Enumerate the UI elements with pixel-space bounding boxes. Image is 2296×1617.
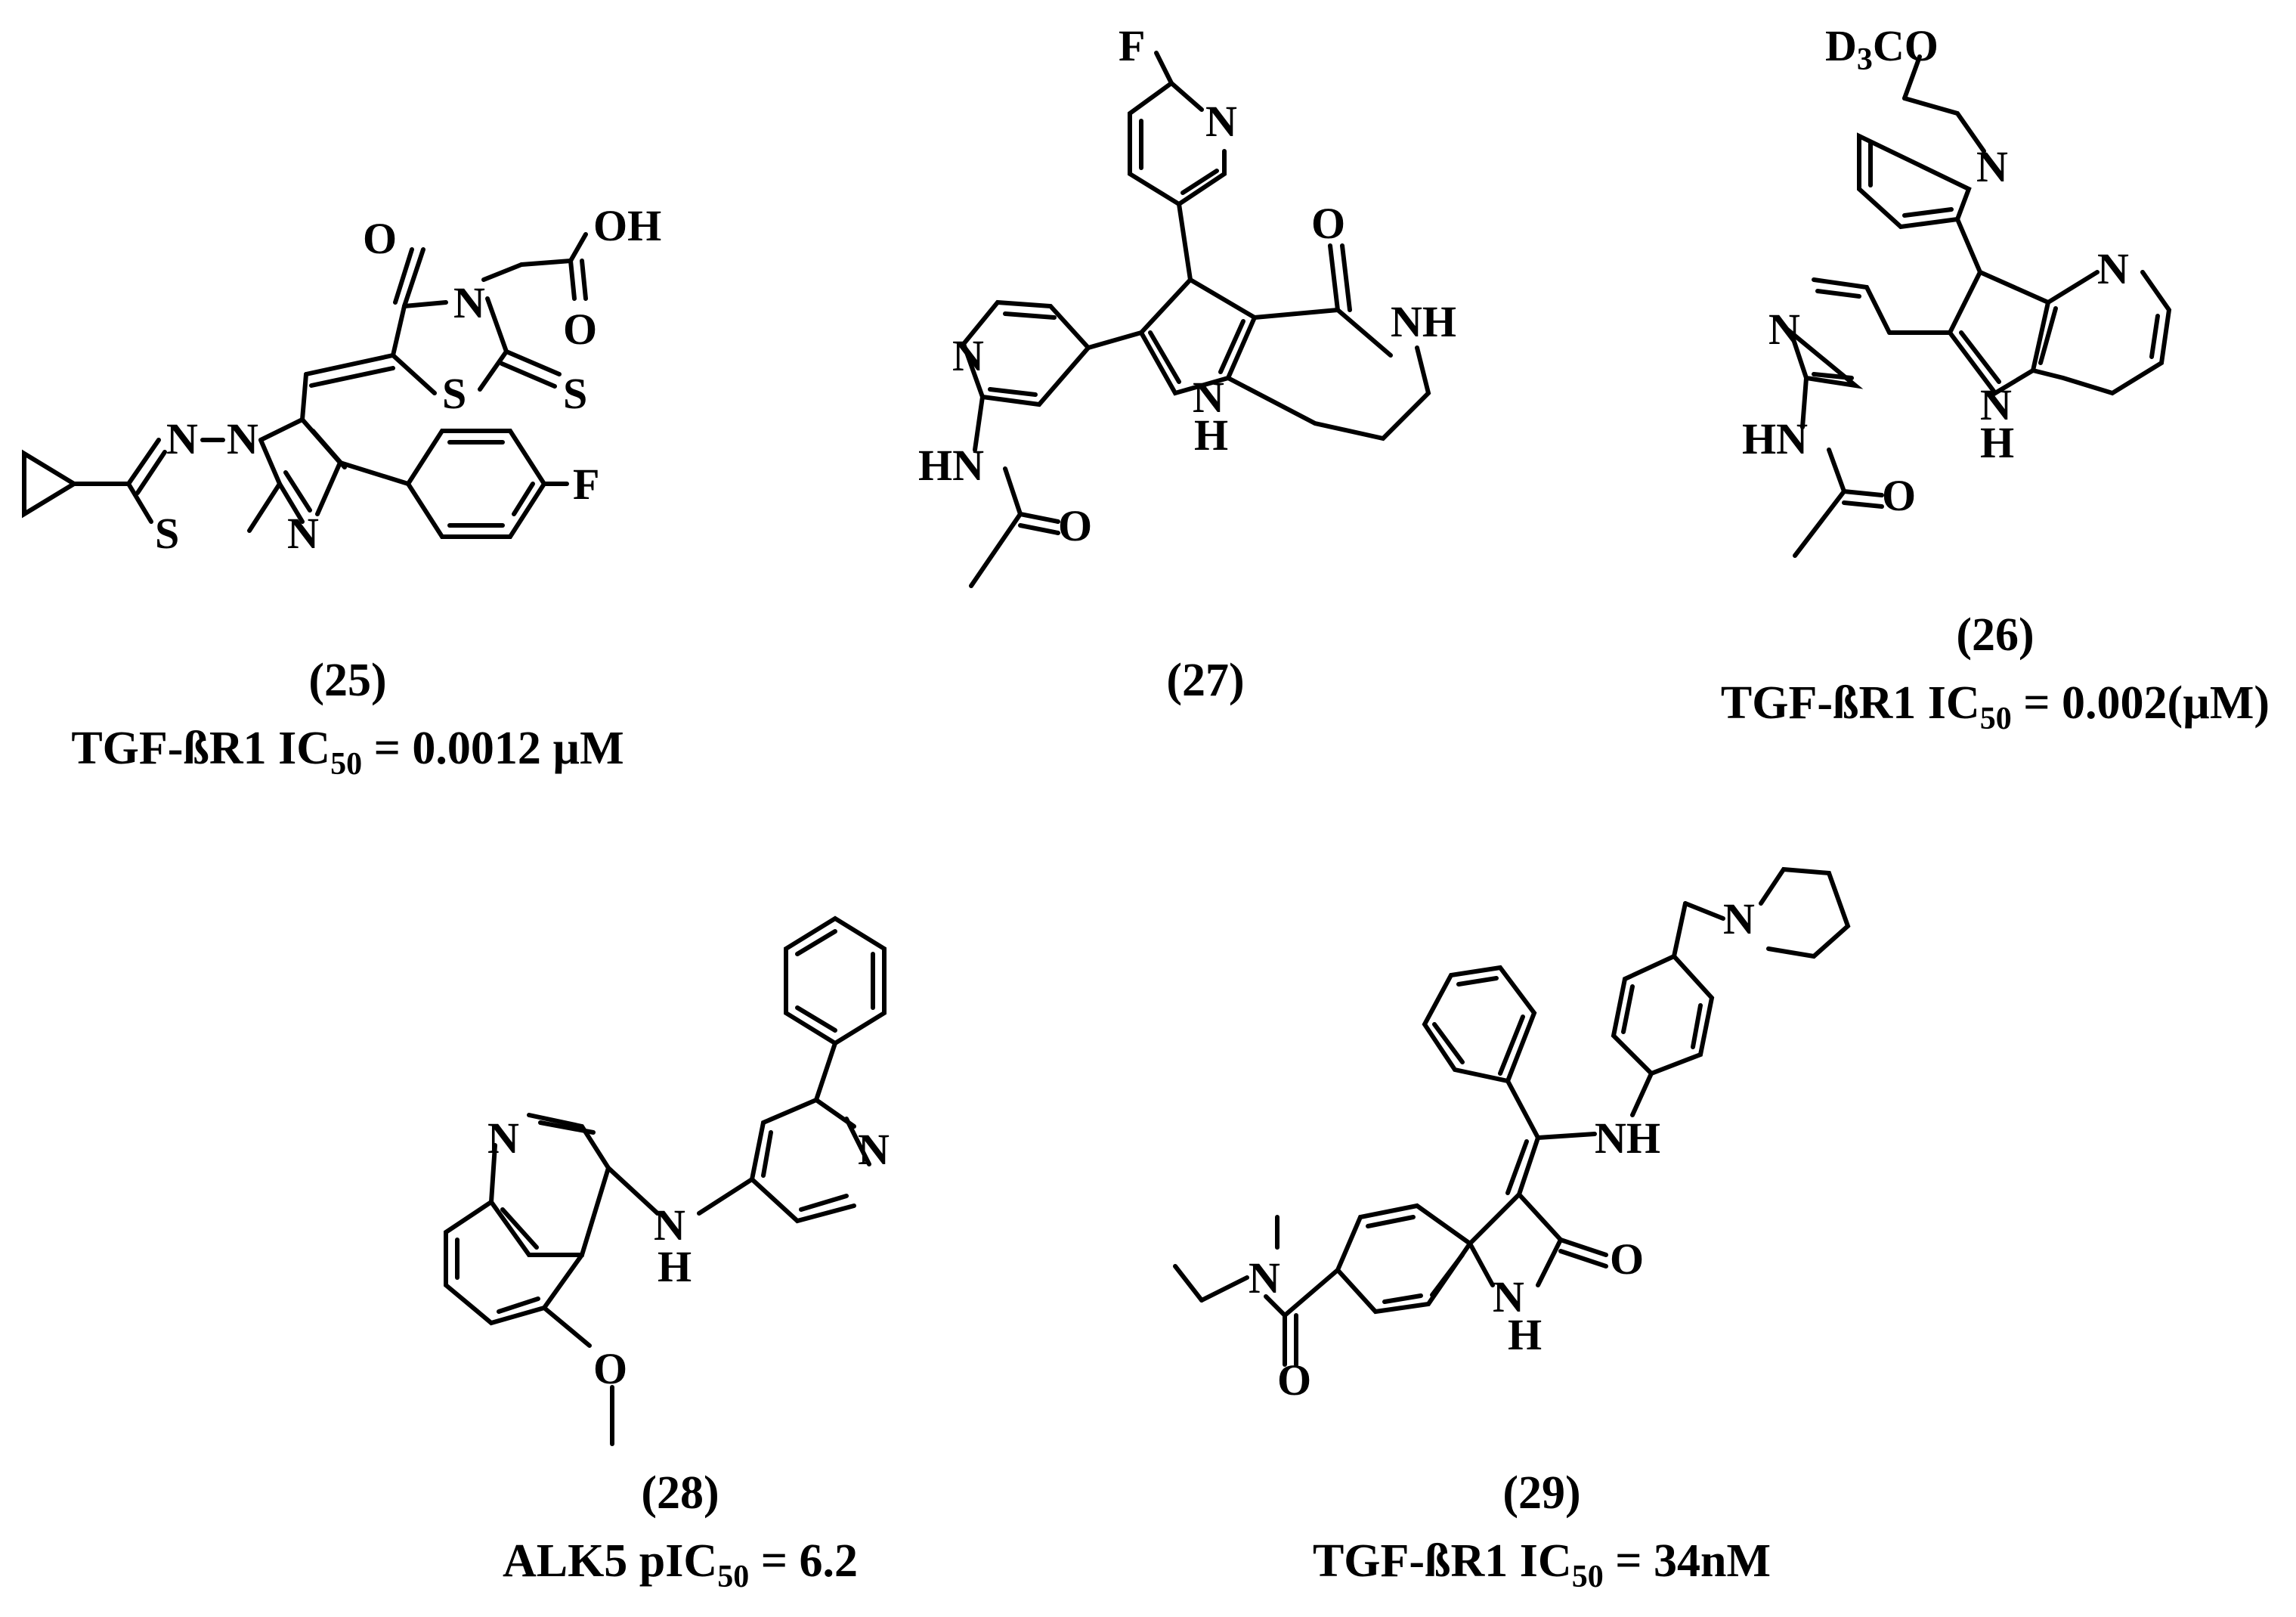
atom-label: S (155, 509, 179, 558)
atom-label: O (1058, 501, 1092, 550)
compound-28-structure (444, 915, 887, 1446)
atom-label: N (1193, 373, 1224, 422)
compound-28-activity: ALK5 pIC50 = 6.2 (503, 1535, 858, 1594)
atom-label: N (654, 1200, 685, 1250)
atom-label: N (952, 331, 984, 380)
compound-29-structure (1173, 866, 1851, 1367)
methoxy-label: D3CO (1825, 21, 1939, 77)
atom-label: N (166, 414, 198, 463)
atom-label: O (363, 214, 397, 263)
atom-label: F (1119, 21, 1145, 70)
compound-29-id: (29) (1502, 1467, 1580, 1519)
compound-29-atom-labels: N NH N O N H O (1249, 894, 1755, 1405)
atom-label: N (487, 1114, 519, 1163)
atom-label: N (1980, 380, 2012, 429)
compound-27-structure (961, 51, 1431, 588)
atom-label: N (858, 1125, 890, 1174)
atom-label: N (1249, 1253, 1280, 1303)
compound-29-activity: TGF-ßR1 IC50 = 34nM (1313, 1535, 1771, 1594)
atom-label: H (1980, 418, 2014, 467)
atom-label: N (227, 414, 258, 463)
atom-label: F (573, 460, 599, 509)
atom-label: O (1882, 471, 1916, 520)
atom-label: O (593, 1344, 627, 1393)
compound-25-activity: TGF-ßR1 IC50 = 0.0012 µM (71, 723, 624, 782)
atom-label: S (442, 369, 466, 418)
atom-label: H (1508, 1310, 1542, 1359)
atom-label: N (1723, 894, 1755, 943)
atom-label: O (563, 305, 597, 354)
atom-label: N (1493, 1272, 1524, 1321)
atom-label: HN (918, 441, 984, 490)
atom-label: S (563, 369, 587, 418)
atom-label: O (1277, 1355, 1311, 1405)
compound-26-atom-labels: D3CO N N N N H HN O (1742, 21, 2129, 520)
compound-28-id: (28) (641, 1467, 719, 1519)
atom-label: OH (593, 201, 661, 250)
compound-26-structure (1786, 54, 2172, 558)
compound-25-atom-labels: O OH O N S S N N S N F (155, 201, 661, 558)
compound-25-id: (25) (308, 655, 386, 706)
atom-label: H (658, 1242, 692, 1291)
atom-label: N (1768, 305, 1800, 354)
atom-label: O (1311, 199, 1345, 248)
atom-label: O (1610, 1234, 1644, 1284)
compound-27-atom-labels: F N O NH N H N HN O (918, 21, 1456, 550)
atom-label: N (2097, 244, 2129, 293)
compound-25-structure (22, 232, 588, 539)
compound-26-id: (26) (1956, 609, 2034, 661)
atom-label: NH (1595, 1114, 1660, 1163)
atom-label: N (453, 278, 485, 327)
atom-label: H (1194, 410, 1228, 460)
atom-label: N (1205, 97, 1237, 146)
atom-label: NH (1391, 297, 1456, 346)
atom-label: N (1976, 142, 2008, 191)
compound-26-activity: TGF-ßR1 IC50 = 0.002(µM) (1721, 677, 2270, 736)
compound-27-id: (27) (1166, 655, 1244, 706)
atom-label: HN (1742, 414, 1808, 463)
compound-28-atom-labels: N N N H O (487, 1114, 890, 1393)
atom-label: N (287, 509, 319, 558)
